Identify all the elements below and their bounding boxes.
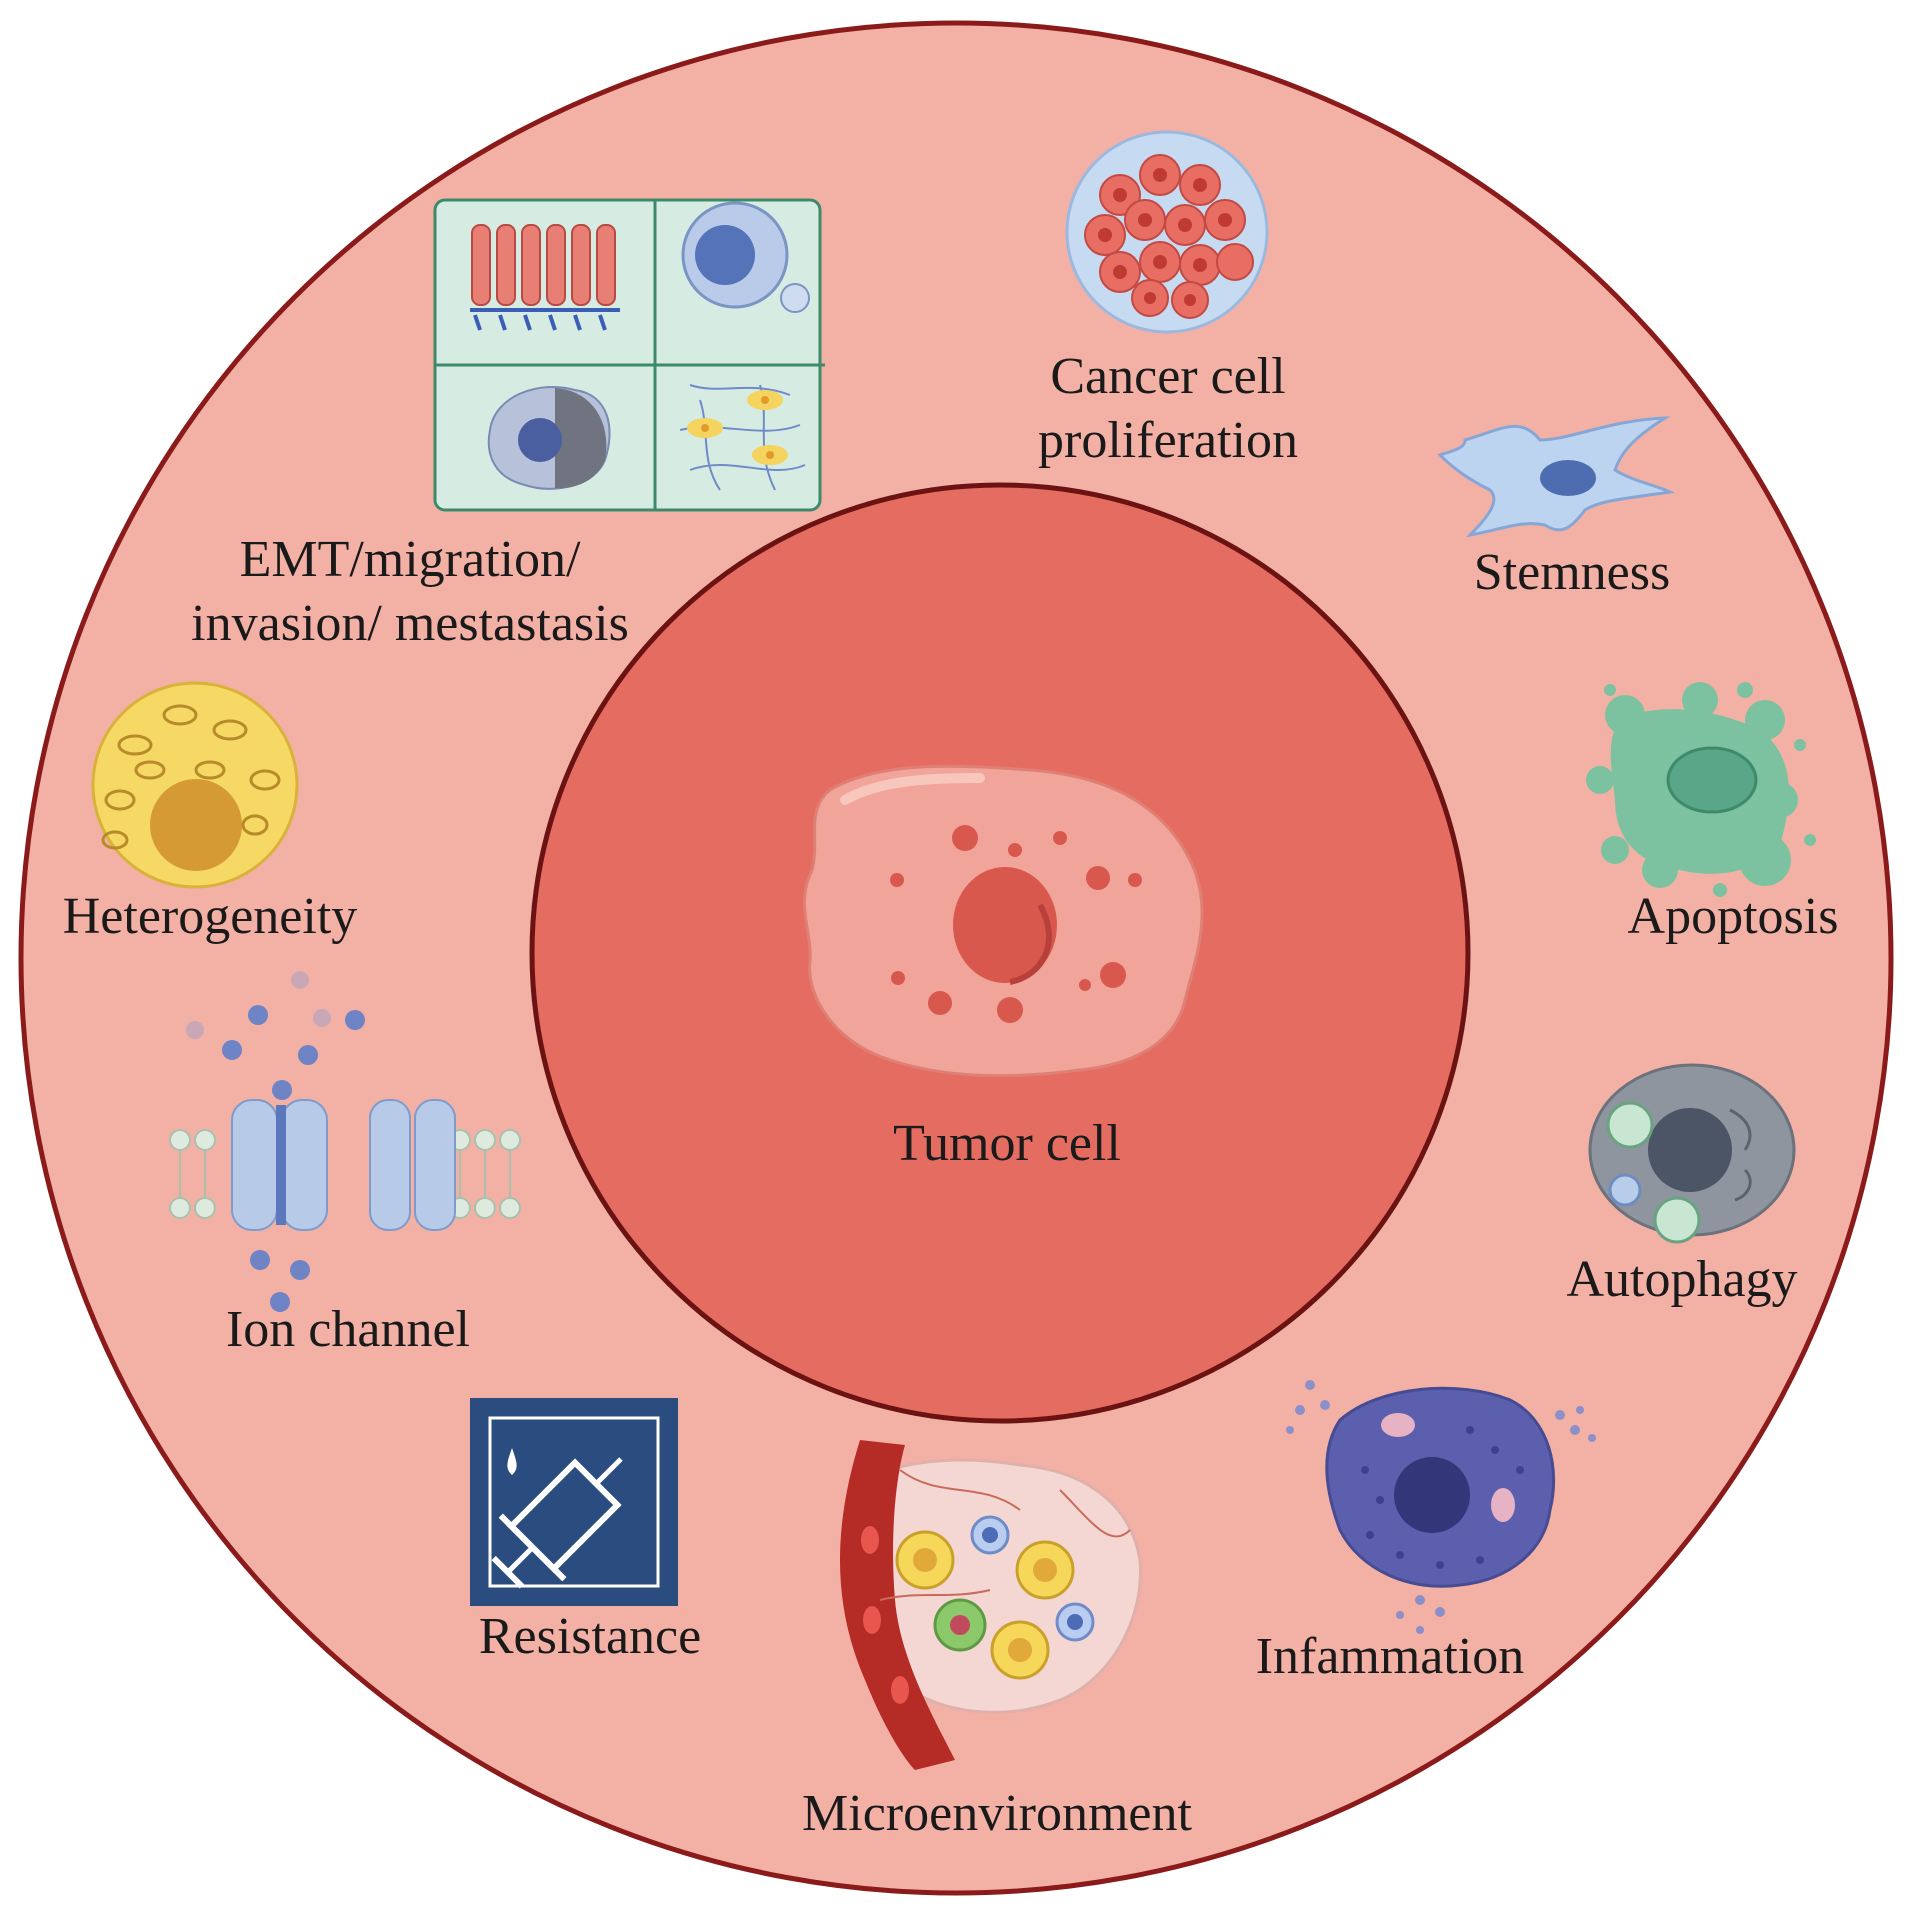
label-inflammation: Infammation	[1255, 1628, 1525, 1685]
label-resistance: Resistance	[478, 1608, 702, 1665]
label-apoptosis: Apoptosis	[1627, 888, 1839, 945]
emt-panel-icon	[433, 198, 825, 512]
label-emt: EMT/migration/ invasion/ mestastasis	[191, 531, 629, 652]
label-heterogeneity: Heterogeneity	[62, 888, 358, 945]
immune-cell-icon	[1286, 1380, 1596, 1634]
syringe-icon	[470, 1398, 678, 1606]
label-ion-channel: Ion channel	[225, 1301, 471, 1358]
membrane-channel-icon	[169, 971, 521, 1312]
tumor-cell-icon	[802, 764, 1204, 1078]
label-proliferation: Cancer cell proliferation	[1038, 348, 1298, 469]
label-tumor-cell: Tumor cell	[893, 1115, 1121, 1172]
stem-cell-icon	[1437, 416, 1676, 538]
label-autophagy: Autophagy	[1566, 1251, 1798, 1308]
label-microenvironment: Microenvironment	[802, 1785, 1192, 1842]
blood-vessel-icon	[840, 1440, 1142, 1770]
apoptotic-cell-icon	[1586, 682, 1816, 897]
cell-cluster-icon	[1065, 130, 1269, 334]
autophagy-cell-icon	[1588, 1063, 1796, 1244]
mitochondria-cell-icon	[91, 681, 299, 889]
label-stemness: Stemness	[1473, 544, 1671, 601]
